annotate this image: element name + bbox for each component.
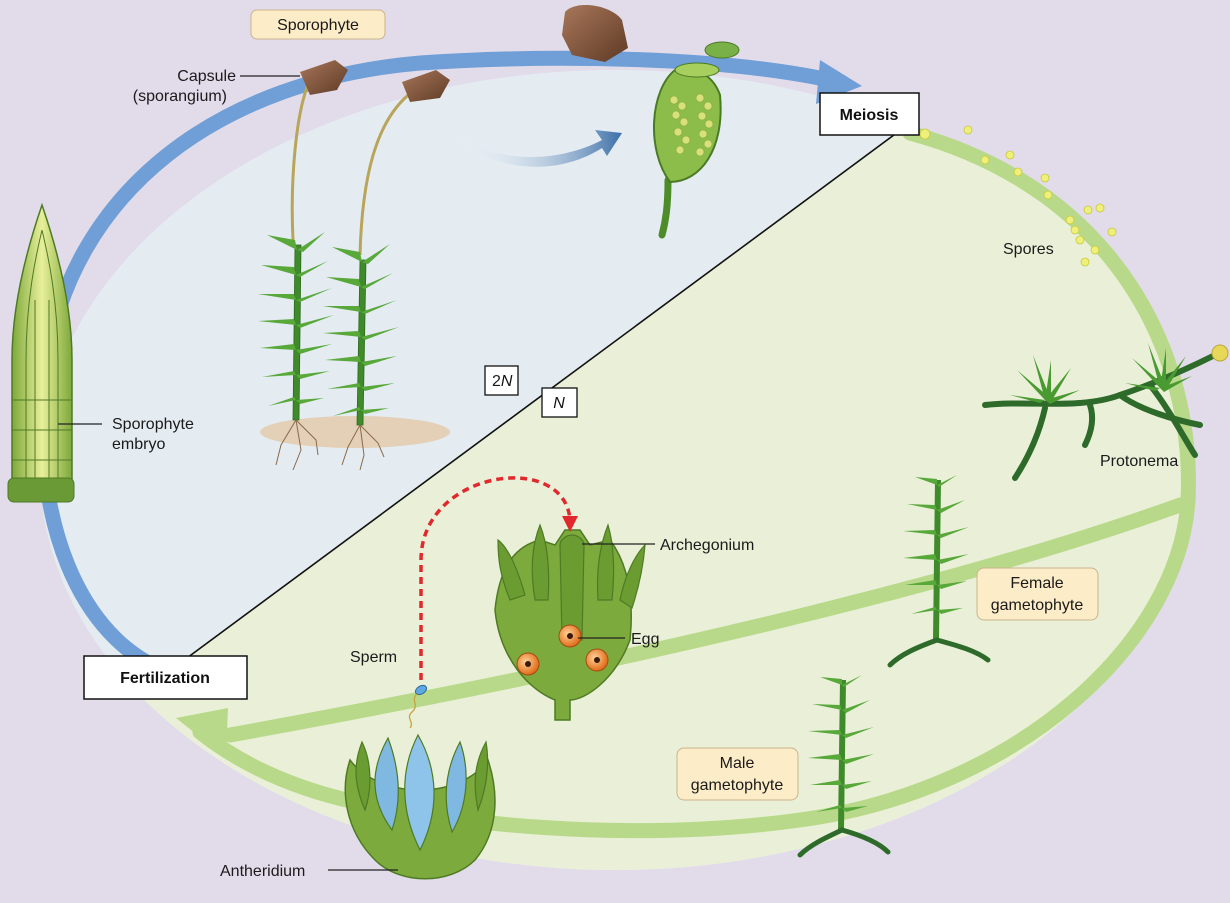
egg-label: Egg [631,631,659,648]
capsule-label-line2: (sporangium) [133,88,227,105]
meiosis-label: Meiosis [840,107,899,124]
diploid-box: 2N [485,366,518,395]
female-gametophyte-label-line1: Female [1010,575,1063,592]
archegonium-label: Archegonium [660,537,754,554]
male-gametophyte-label-line1: Male [720,755,755,772]
male-gametophyte-label-line2: gametophyte [691,777,784,794]
fertilization-box: Fertilization [84,656,247,699]
sporophyte-phase-label: Sporophyte [277,17,359,34]
spores-label: Spores [1003,241,1054,258]
calyptra [562,5,628,62]
fertilization-label: Fertilization [120,670,210,687]
capsule-label-line1: Capsule [177,68,236,85]
sporophyte-embryo-label-line2: embryo [112,436,165,453]
operculum [705,42,739,58]
sporophyte-embryo-label-line1: Sporophyte [112,416,194,433]
sperm-label: Sperm [350,649,397,666]
antheridium-label: Antheridium [220,863,305,880]
diploid-label: 2N [492,373,513,390]
haploid-label: N [553,395,565,412]
sporophyte-phase-box: Sporophyte [251,10,385,39]
haploid-box: N [542,388,577,417]
male-gametophyte-box: Male gametophyte [677,748,798,800]
protonema-label: Protonema [1100,453,1178,470]
sporophyte-embryo-illustration [8,205,74,502]
meiosis-box: Meiosis [820,93,919,135]
female-gametophyte-label-line2: gametophyte [991,597,1084,614]
female-gametophyte-box: Female gametophyte [977,568,1098,620]
